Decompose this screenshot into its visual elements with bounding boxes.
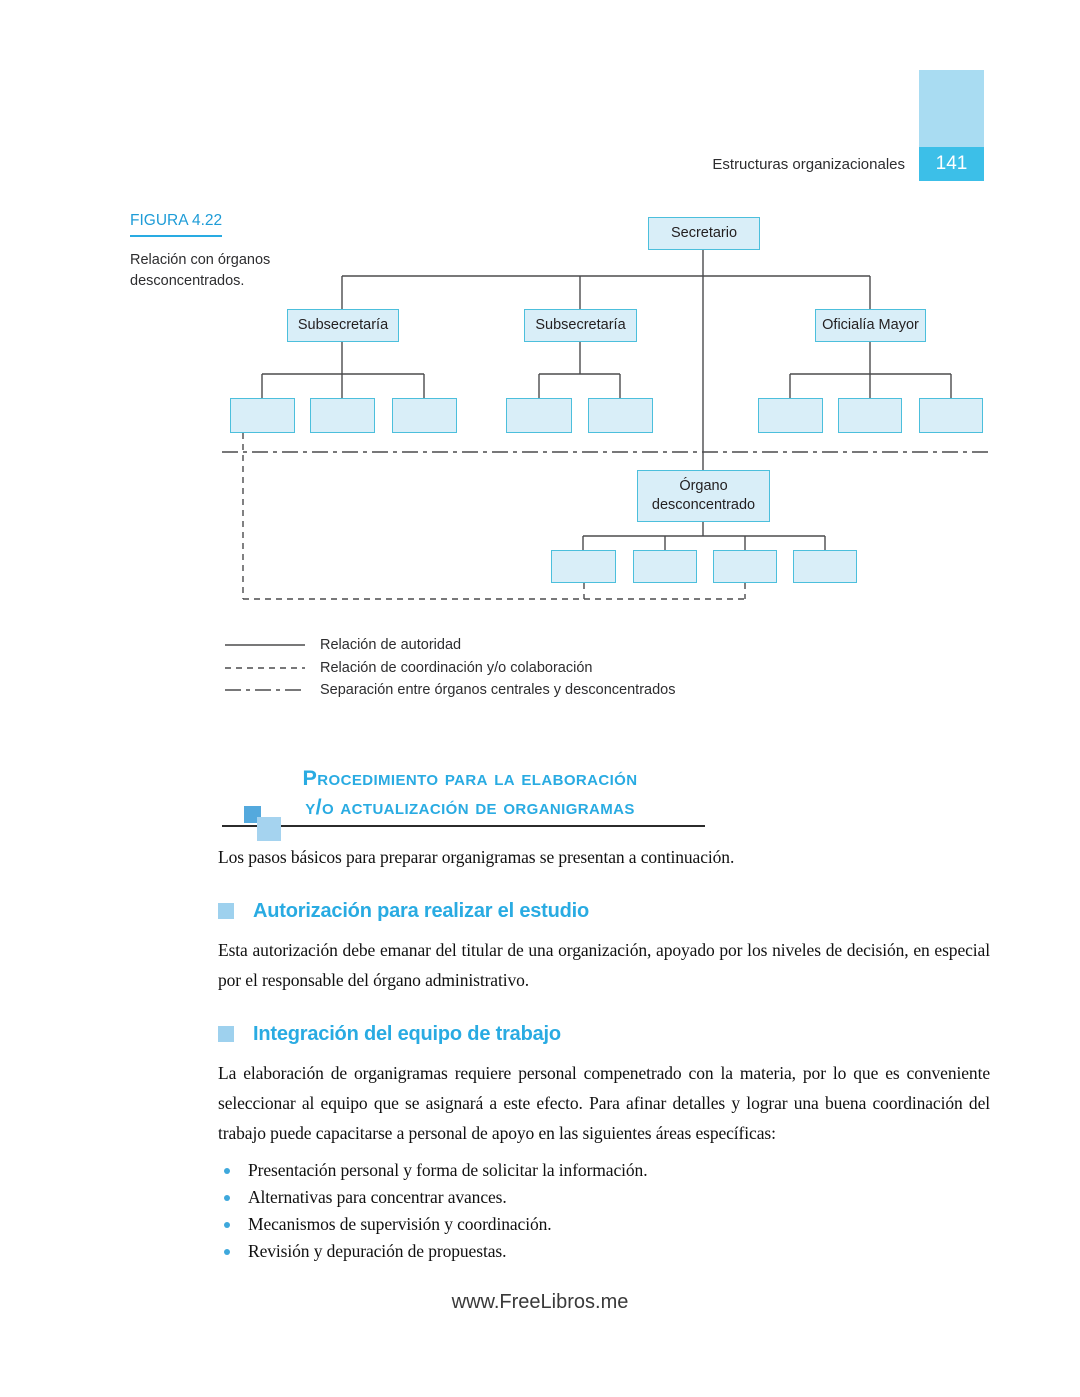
legend-label: Separación entre órganos centrales y des… — [320, 682, 676, 699]
org-node-organo-desconcentrado: Órgano desconcentrado — [637, 470, 770, 522]
list-item: Alternativas para concentrar avances. — [218, 1184, 990, 1211]
legend-item: Separación entre órganos centrales y des… — [225, 679, 675, 702]
dashed-line-icon — [225, 666, 305, 669]
org-node-empty — [919, 398, 983, 433]
org-node-empty — [506, 398, 572, 433]
org-node-empty — [713, 550, 777, 583]
square-bullet-icon — [218, 1026, 234, 1042]
org-node-secretario: Secretario — [648, 217, 760, 250]
org-chart-lines — [222, 250, 988, 600]
org-node-empty — [230, 398, 295, 433]
figure-caption: Relación con órganos desconcentrados. — [130, 252, 271, 289]
running-header-title: Estructuras organizacionales — [712, 156, 905, 173]
legend-item: Relación de coordinación y/o colaboració… — [225, 657, 675, 680]
list-item: Presentación personal y forma de solicit… — [218, 1157, 990, 1184]
section-title-line1: Procedimiento para la elaboración — [302, 766, 638, 790]
org-node-empty — [838, 398, 902, 433]
org-node-empty — [392, 398, 457, 433]
org-node-subsecretaria-2: Subsecretaría — [524, 309, 637, 342]
org-node-empty — [633, 550, 697, 583]
org-node-oficialia-mayor: Oficialía Mayor — [815, 309, 926, 342]
figure-label: FIGURA 4.22 — [130, 212, 223, 237]
intro-paragraph: Los pasos básicos para preparar organigr… — [218, 847, 735, 867]
heading-square-decoration-large — [257, 817, 281, 841]
list-item: Revisión y depuración de propuestas. — [218, 1238, 990, 1265]
subsection-body: La elaboración de organigramas requiere … — [218, 1063, 990, 1143]
legend-label: Relación de autoridad — [320, 637, 462, 654]
legend-label: Relación de coordinación y/o colaboració… — [320, 659, 593, 676]
body-content: Los pasos básicos para preparar organigr… — [218, 842, 990, 1265]
org-node-empty — [793, 550, 857, 583]
subsection-heading-integracion: Integración del equipo de trabajo — [218, 1022, 990, 1046]
subsection-heading-autorizacion: Autorización para realizar el estudio — [218, 899, 990, 923]
subsection-title: Integración del equipo de trabajo — [253, 1023, 561, 1045]
figure-legend: Relación de autoridad Relación de coordi… — [225, 634, 675, 702]
org-node-empty — [758, 398, 823, 433]
subsection-title: Autorización para realizar el estudio — [253, 900, 590, 922]
page-number-badge: 141 — [919, 147, 984, 181]
subsection-body: Esta autorización debe emanar del titula… — [218, 940, 990, 990]
section-title: Procedimiento para la elaboración y/o ac… — [235, 764, 705, 821]
bullet-list: Presentación personal y forma de solicit… — [218, 1157, 990, 1265]
org-node-empty — [588, 398, 653, 433]
org-node-subsecretaria-1: Subsecretaría — [287, 309, 399, 342]
dash-dot-line-icon — [225, 689, 305, 692]
heading-square-decoration-small — [244, 806, 261, 823]
org-node-empty — [551, 550, 616, 583]
list-item: Mecanismos de supervisión y coordinación… — [218, 1211, 990, 1238]
org-node-empty — [310, 398, 375, 433]
page-tab-decoration — [919, 70, 984, 147]
square-bullet-icon — [218, 903, 234, 919]
legend-item: Relación de autoridad — [225, 634, 675, 657]
solid-line-icon — [225, 644, 305, 646]
section-title-line2: y/o actualización de organigramas — [305, 794, 635, 819]
section-heading-rule — [222, 825, 705, 827]
footer-url: www.FreeLibros.me — [451, 1291, 629, 1313]
